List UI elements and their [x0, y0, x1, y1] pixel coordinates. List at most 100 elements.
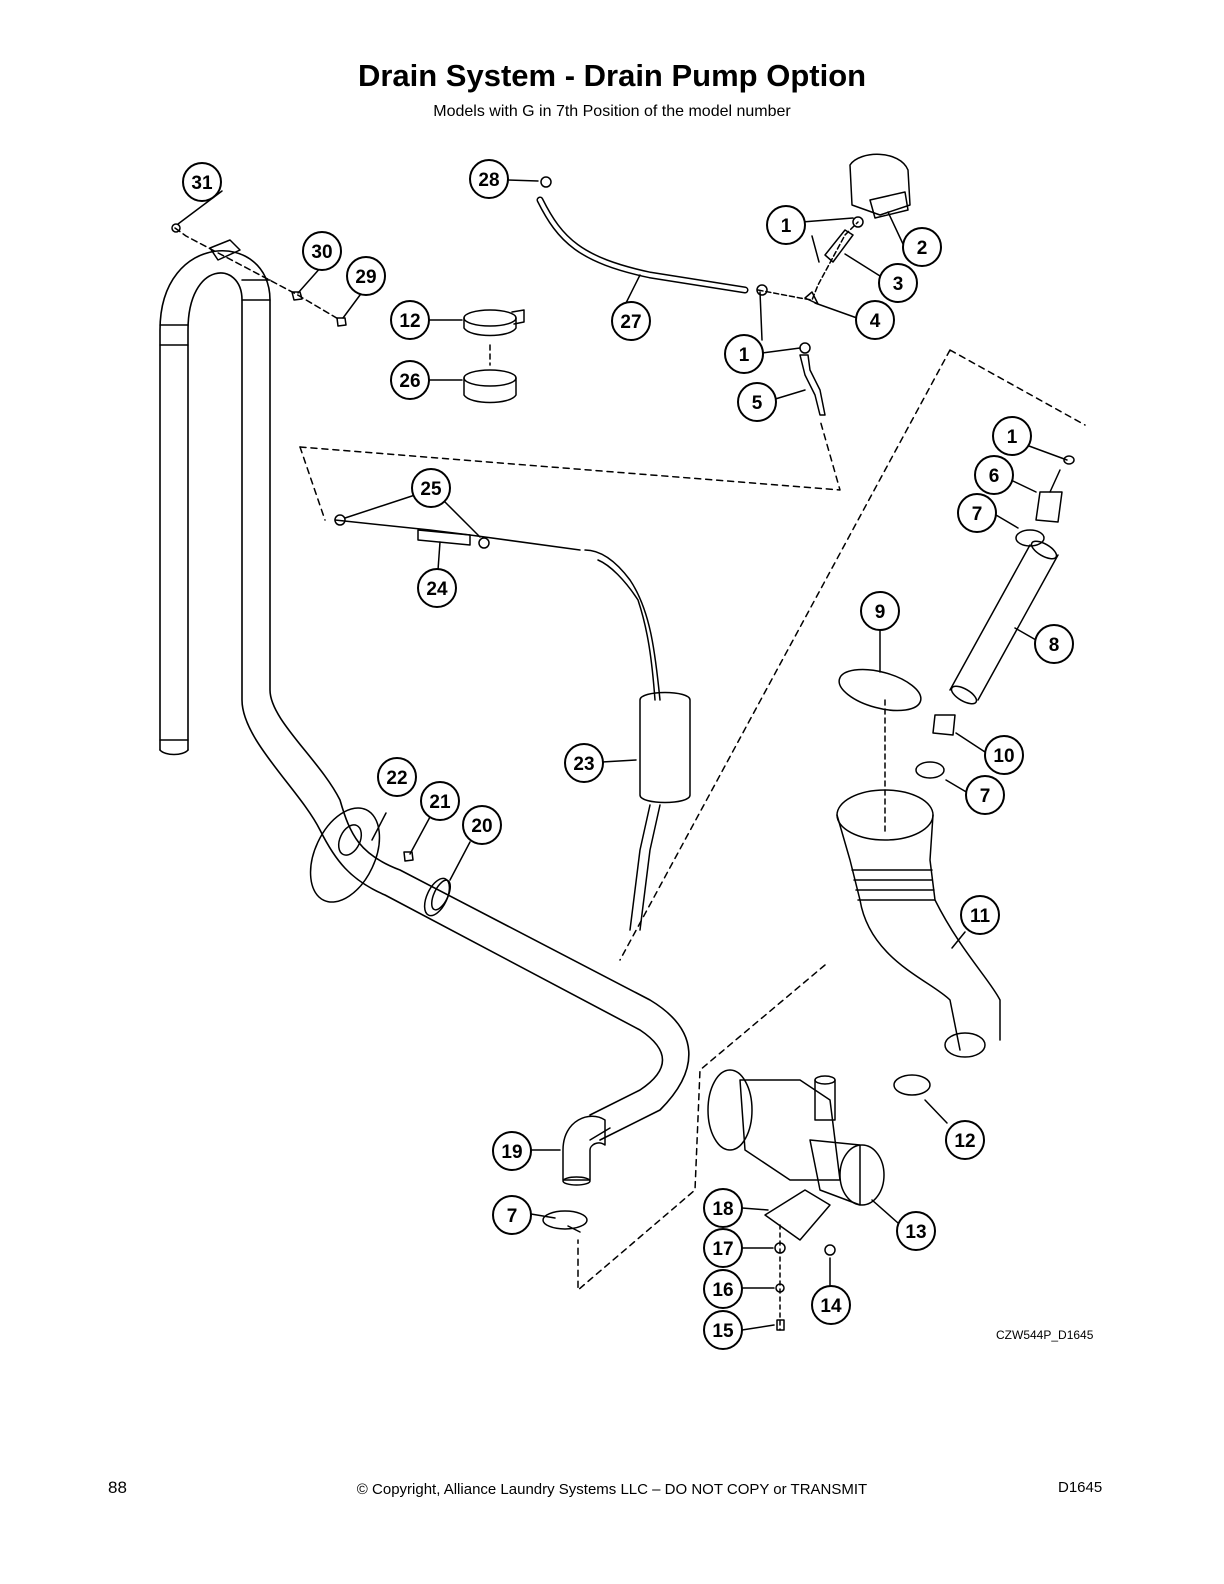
callout-1-b: 1: [724, 334, 764, 374]
document-code: D1645: [1058, 1479, 1103, 1496]
callout-9: 9: [860, 591, 900, 631]
svg-text:24: 24: [426, 579, 448, 600]
svg-text:15: 15: [712, 1321, 734, 1342]
svg-text:6: 6: [989, 466, 1000, 487]
svg-text:11: 11: [970, 906, 991, 927]
svg-text:16: 16: [712, 1280, 733, 1301]
page-subtitle: Models with G in 7th Position of the mod…: [433, 103, 791, 120]
clamp-12-top-shape: [463, 309, 525, 337]
leader-lines: [177, 179, 1068, 1331]
callout-20: 20: [462, 805, 502, 845]
bracket-18-shape: [764, 1189, 831, 1241]
svg-text:26: 26: [399, 371, 420, 392]
callout-18: 18: [703, 1188, 743, 1228]
svg-text:3: 3: [893, 274, 904, 295]
svg-text:22: 22: [386, 768, 407, 789]
elbow-19-shape: [562, 1115, 611, 1186]
screw-31-shape: [171, 223, 181, 233]
pump-13-shape: [707, 1069, 885, 1206]
callout-12-a: 12: [390, 300, 430, 340]
svg-text:29: 29: [355, 267, 376, 288]
svg-text:27: 27: [620, 312, 641, 333]
callout-27: 27: [611, 301, 651, 341]
drawing-code: CZW544P_D1645: [996, 1328, 1094, 1342]
svg-text:17: 17: [712, 1239, 733, 1260]
standpipe-tube: [159, 239, 690, 1141]
callout-26: 26: [390, 360, 430, 400]
clamp-7-bottom-shape: [542, 1210, 588, 1233]
callout-19: 19: [492, 1131, 532, 1171]
callout-3: 3: [878, 263, 918, 303]
flange-22-shape: [309, 807, 381, 903]
callout-1-c: 1: [992, 416, 1032, 456]
harness-24-25-shape: [334, 514, 581, 551]
svg-text:7: 7: [507, 1206, 518, 1227]
standpipe-hardware: [171, 223, 347, 327]
bolt-15-shape: [776, 1319, 785, 1331]
hose-3-shape: [824, 229, 854, 263]
nut-21-shape: [403, 851, 414, 862]
sleeve-26-shape: [463, 369, 517, 404]
clamp-1-a-shape: [756, 284, 768, 296]
callout-1-a: 1: [766, 205, 806, 245]
y-connector-4-shape: [804, 291, 819, 305]
callout-7-b: 7: [965, 775, 1005, 815]
callout-29: 29: [346, 256, 386, 296]
svg-text:10: 10: [993, 746, 1014, 767]
callout-12-b: 12: [945, 1120, 985, 1160]
svg-text:4: 4: [870, 311, 881, 332]
svg-text:9: 9: [875, 602, 886, 623]
svg-text:5: 5: [752, 393, 763, 414]
svg-text:12: 12: [399, 311, 420, 332]
svg-text:8: 8: [1049, 635, 1060, 656]
svg-text:7: 7: [980, 786, 991, 807]
svg-text:21: 21: [429, 792, 451, 813]
copyright-notice: © Copyright, Alliance Laundry Systems LL…: [356, 1481, 868, 1498]
svg-text:28: 28: [478, 170, 499, 191]
svg-text:1: 1: [739, 345, 750, 366]
svg-text:25: 25: [420, 479, 442, 500]
callout-5: 5: [737, 382, 777, 422]
svg-text:12: 12: [954, 1131, 975, 1152]
clamp-1-c-shape: [799, 342, 811, 354]
svg-text:19: 19: [501, 1142, 522, 1163]
callout-25: 25: [411, 468, 451, 508]
svg-text:2: 2: [917, 238, 928, 259]
callout-7-a: 7: [957, 493, 997, 533]
nut-29-shape: [336, 317, 347, 327]
callout-7-c: 7: [492, 1195, 532, 1235]
svg-text:13: 13: [905, 1222, 926, 1243]
callout-31: 31: [182, 162, 222, 202]
svg-text:31: 31: [191, 173, 213, 194]
pressure-switch-2-shape: [849, 153, 911, 219]
callout-13: 13: [896, 1211, 936, 1251]
callout-21: 21: [420, 781, 460, 821]
callout-14: 14: [811, 1285, 851, 1325]
hose-5-shape: [799, 354, 826, 416]
svg-text:1: 1: [781, 216, 792, 237]
adapter-6-shape: [1035, 469, 1063, 523]
clamp-1-d-shape: [1063, 455, 1075, 465]
svg-text:1: 1: [1007, 427, 1018, 448]
callout-17: 17: [703, 1228, 743, 1268]
grommet-20-shape: [423, 877, 452, 917]
svg-text:20: 20: [471, 816, 492, 837]
callout-11: 11: [960, 895, 1000, 935]
clamp-1-b-shape: [852, 216, 864, 228]
coupling-10-shape: [932, 714, 956, 736]
callout-6: 6: [974, 455, 1014, 495]
clamp-12-bottom-shape: [893, 1074, 931, 1096]
screw-14-shape: [824, 1244, 836, 1256]
page-title: Drain System - Drain Pump Option: [357, 58, 867, 93]
callout-10: 10: [984, 735, 1024, 775]
callout-4: 4: [855, 300, 895, 340]
callout-28: 28: [469, 159, 509, 199]
callout-22: 22: [377, 757, 417, 797]
callout-2: 2: [902, 227, 942, 267]
svg-text:14: 14: [820, 1296, 842, 1317]
drain-hose-8-shape: [949, 540, 1059, 705]
nut-30-shape: [291, 291, 303, 301]
callout-30: 30: [302, 231, 342, 271]
clamp-28-shape: [540, 176, 552, 188]
